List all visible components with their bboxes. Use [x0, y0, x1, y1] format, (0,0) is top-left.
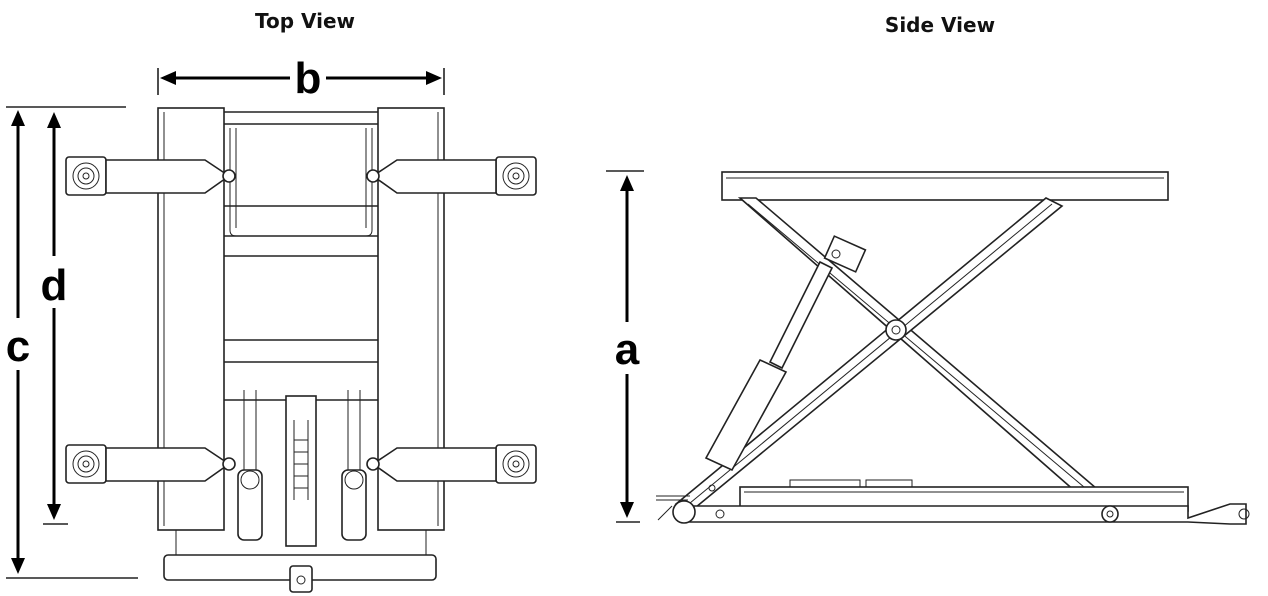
arm-bottom-left	[105, 447, 231, 482]
top-platform	[721, 171, 1169, 201]
top-view-drawing	[65, 107, 537, 593]
hydraulic-cylinder	[704, 358, 788, 472]
arm-top-right	[371, 159, 497, 194]
top-view-title: Top View	[255, 9, 355, 33]
right-cylinder	[341, 469, 367, 541]
cylinder-bracket	[823, 235, 867, 273]
rear-pivot	[1101, 505, 1119, 523]
dimension-b: b	[157, 54, 445, 103]
label-b: b	[295, 54, 322, 103]
hydraulic-rod	[768, 260, 834, 370]
dimension-d: d	[41, 112, 68, 525]
dimension-a: a	[606, 170, 644, 523]
arm-bottom-right	[371, 447, 497, 482]
side-view-title: Side View	[885, 13, 995, 37]
arm-top-left	[105, 159, 231, 194]
front-roller	[672, 500, 696, 524]
label-c: c	[6, 322, 30, 371]
dimension-c: c	[6, 106, 138, 579]
tow-bar	[689, 503, 1247, 525]
side-view-drawing	[656, 171, 1250, 525]
label-a: a	[615, 325, 640, 374]
left-cylinder	[237, 469, 263, 541]
tow-hitch	[289, 565, 313, 593]
label-d: d	[41, 261, 68, 310]
central-pump	[285, 395, 317, 547]
center-pivot	[885, 319, 907, 341]
